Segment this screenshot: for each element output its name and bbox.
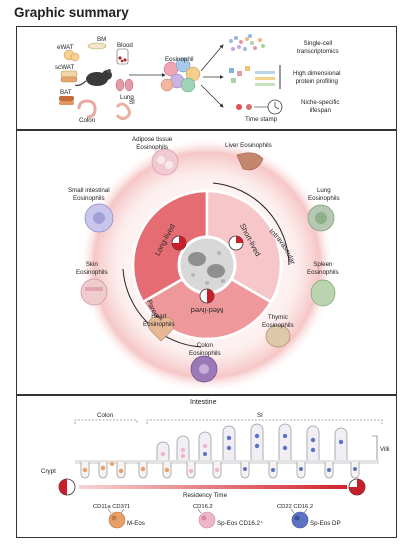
legend-sp-eos-cd162-markers: CD16.2 <box>193 504 213 510</box>
intestine-diagram <box>58 419 383 529</box>
scwat-icon <box>60 70 78 83</box>
eosinophil-label: Eosinophil <box>165 56 194 63</box>
long-lived-timer-icon <box>171 235 187 251</box>
legend-m-eos-name: M-Eos <box>127 520 145 527</box>
ewat-label: eWAT <box>57 44 74 51</box>
colon-eos-label: Colon Eosinophils <box>189 342 221 357</box>
residency-end-timer-icon <box>348 478 366 496</box>
liver-icon <box>236 152 264 171</box>
residency-start-timer-icon <box>58 478 76 496</box>
overview-illustration <box>59 34 283 121</box>
lung-label: Lung <box>120 94 134 101</box>
overview-panel: BM eWAT Blood scWAT Lung BAT Colon SI Eo… <box>16 26 397 130</box>
legend-m-eos-icon <box>107 508 126 529</box>
residency-time-label: Residency Time <box>183 492 228 499</box>
si-icon <box>115 102 131 121</box>
legend-sp-eos-dp-name: Sp-Eos DP <box>310 520 341 527</box>
heart-icon <box>147 316 175 342</box>
bm-bone-icon <box>87 42 107 50</box>
lung-eos-label: Lung Eosinophils <box>308 187 340 202</box>
legend-sp-eos-cd162-icon <box>197 508 216 529</box>
colon-label: Colon <box>79 117 96 124</box>
lung-tissue-icon <box>307 204 335 232</box>
bat-label: BAT <box>60 89 72 96</box>
lifespan-wheel: Long-lived Short-lived Med-lived Intrava… <box>79 137 336 393</box>
scwat-label: scWAT <box>55 64 75 71</box>
adipose-eos-label: Adipose tissue Eosinophils <box>132 136 173 151</box>
blood-label: Blood <box>117 42 133 49</box>
lifespan-clock-icon <box>236 99 283 115</box>
output-lifespan: Niche-specific lifespan <box>301 99 340 114</box>
lung-icon <box>115 78 134 92</box>
bat-icon <box>59 96 74 105</box>
page-title: Graphic summary <box>14 5 129 20</box>
residency-time-bar <box>79 485 347 489</box>
villi <box>156 423 348 460</box>
sp-eos-dp-dots <box>203 433 357 472</box>
thymus-icon <box>265 324 291 348</box>
heart-eos-label: Heart Eosinophils <box>143 313 175 328</box>
central-eosinophil-icon <box>177 235 237 295</box>
m-eos-dots <box>82 462 170 474</box>
intestine-panel: Intestine Colon SI Villi Crypt Residency… <box>16 395 397 538</box>
colon-icon <box>77 99 97 119</box>
umap-scatter-icon <box>229 34 265 51</box>
legend-m-eos-markers: CD11a CD371 <box>93 504 131 510</box>
output-protein-profiling: High dimensional protein profiling <box>293 70 341 85</box>
protein-profiling-icon <box>229 65 281 89</box>
lifespan-panel: Long-lived Short-lived Med-lived Intrava… <box>16 130 397 395</box>
eosinophil-cluster-icon <box>160 57 201 93</box>
med-lived-label: Med-lived <box>191 306 224 315</box>
small-intestine-icon <box>84 203 114 233</box>
legend-sp-eos-cd162-name: Sp-Eos CD16.2⁺ <box>217 520 264 527</box>
adipose-tissue-icon <box>151 148 179 176</box>
med-lived-timer-icon <box>199 288 215 304</box>
small-intestinal-eos-label: Small intestinal Eosinophils <box>68 187 110 202</box>
legend-sp-eos-dp-icon <box>290 508 309 529</box>
crypt-label: Crypt <box>41 468 56 475</box>
spleen-eos-label: Spleen Eosinophils <box>307 261 339 276</box>
bm-label: BM <box>97 36 107 43</box>
output-single-cell: Single-cell transcriptomics <box>297 40 339 55</box>
time-stamp-label: Time stamp <box>245 116 278 123</box>
spleen-icon <box>310 279 336 307</box>
colon-region-label: Colon <box>97 412 114 419</box>
thymic-eos-label: Thymic Eosinophils <box>262 314 294 329</box>
intestine-title: Intestine <box>190 399 217 406</box>
mouse-icon <box>74 69 112 87</box>
legend-sp-eos-dp-markers: CD22 CD16.2 <box>277 504 314 510</box>
sp-eos-cd162-dots <box>160 443 220 474</box>
liver-eos-label: Liver Eosinophils <box>225 142 272 149</box>
skin-icon <box>80 278 108 306</box>
short-lived-timer-icon <box>228 235 244 251</box>
si-region-label: SI <box>257 412 263 419</box>
villi-label: Villi <box>380 446 390 453</box>
colon-tissue-icon <box>190 355 218 383</box>
blood-icon <box>116 48 129 65</box>
si-label: SI <box>129 99 135 106</box>
skin-eos-label: Skin Eosinophils <box>76 261 108 276</box>
